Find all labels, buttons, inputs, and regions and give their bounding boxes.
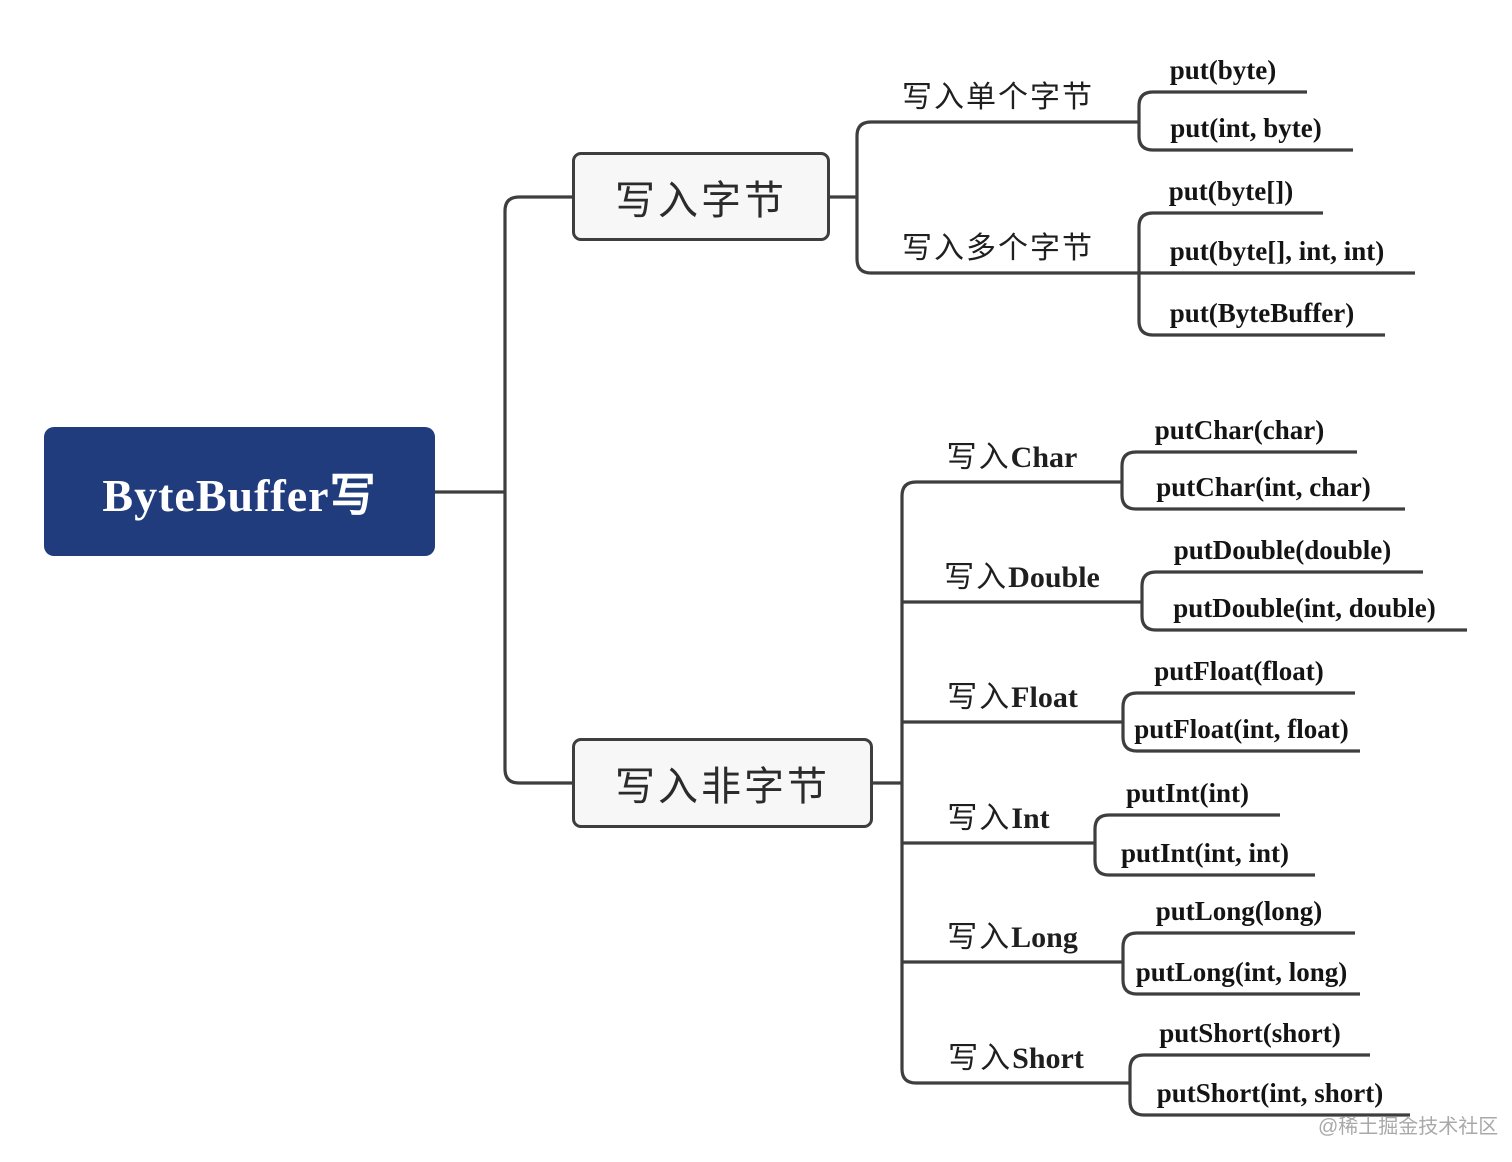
leaf-put-bytebuffer[interactable]: put(ByteBuffer) (1169, 298, 1355, 328)
subbranch-single-byte-label: 写入单个字节 (902, 81, 1094, 114)
subbranch-long[interactable]: 写入Long (947, 921, 1078, 954)
subbranch-char[interactable]: 写入Char (946, 441, 1078, 474)
root-node[interactable]: ByteBuffer写 (44, 427, 435, 556)
connector-int-leaves (1093, 813, 1315, 877)
connector-bytes-trunk (855, 120, 1415, 275)
connector-double-leaves (1140, 570, 1467, 632)
leaf-putfloat-float[interactable]: putFloat(float) (1154, 656, 1324, 686)
leaf-put-byte[interactable]: put(byte) (1169, 55, 1277, 85)
leaf-putint-int-int[interactable]: putInt(int, int) (1120, 838, 1290, 868)
leaf-putshort-short[interactable]: putShort(short) (1159, 1018, 1341, 1048)
leaf-putdouble-double[interactable]: putDouble(double) (1173, 535, 1392, 565)
leaf-putchar-char[interactable]: putChar(char) (1154, 415, 1325, 445)
subbranch-multi-byte-label: 写入多个字节 (902, 232, 1094, 265)
subbranch-short[interactable]: 写入Short (948, 1042, 1084, 1075)
watermark: @稀土掘金技术社区 (1318, 1116, 1499, 1138)
leaf-put-bytearray-int-int[interactable]: put(byte[], int, int) (1169, 236, 1385, 266)
leaf-putfloat-int-float[interactable]: putFloat(int, float) (1134, 714, 1349, 744)
leaf-put-bytearray[interactable]: put(byte[]) (1168, 176, 1294, 206)
connector-char-leaves (1120, 450, 1405, 511)
leaf-putshort-int-short[interactable]: putShort(int, short) (1156, 1078, 1384, 1108)
connector-multibyte-leaves (1137, 211, 1385, 337)
leaf-putdouble-int-double[interactable]: putDouble(int, double) (1173, 593, 1436, 623)
leaf-putint-int[interactable]: putInt(int) (1125, 778, 1250, 808)
connector-nonbytes-trunk (900, 480, 1130, 1085)
branch-node-write-nonbytes[interactable]: 写入非字节 (572, 738, 873, 828)
subbranch-single-byte[interactable]: 写入单个字节 (857, 78, 1139, 118)
connector-float-leaves (1121, 691, 1360, 753)
connector-singlebyte-leaves (1137, 90, 1353, 152)
connector-long-leaves (1121, 931, 1360, 996)
subbranch-float[interactable]: 写入Float (947, 681, 1078, 714)
leaf-putlong-int-long[interactable]: putLong(int, long) (1135, 957, 1348, 987)
leaf-putlong-long[interactable]: putLong(long) (1155, 896, 1323, 926)
connector-main-trunk (503, 195, 572, 785)
connector-short-leaves (1128, 1053, 1410, 1117)
leaf-put-int-byte[interactable]: put(int, byte) (1170, 113, 1322, 143)
subbranch-int[interactable]: 写入Int (947, 802, 1050, 835)
subbranch-multi-byte[interactable]: 写入多个字节 (857, 229, 1139, 269)
leaf-putchar-int-char[interactable]: putChar(int, char) (1156, 472, 1371, 502)
branch-node-write-bytes[interactable]: 写入字节 (572, 152, 830, 241)
subbranch-double[interactable]: 写入Double (944, 561, 1100, 594)
